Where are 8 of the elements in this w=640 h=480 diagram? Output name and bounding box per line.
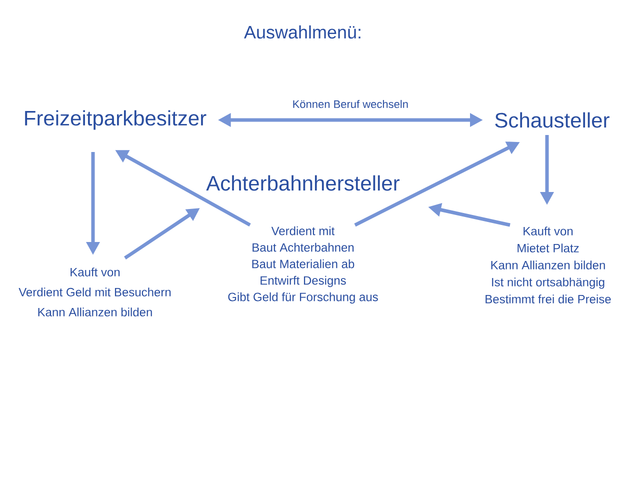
edge-label: Können Beruf wechseln	[291, 98, 410, 110]
title: Auswahlmenü:	[244, 25, 360, 39]
role-label: Achterbahnhersteller	[206, 175, 400, 191]
role-label: Freizeitparkbesitzer	[25, 110, 206, 130]
feature-list: Verdient mit Baut Achterbahnen Baut Materialien ab Entwirft Designs Gibt Geld für Forschung aus	[228, 226, 378, 304]
feature-list: Kauft von Mietet Platz Kann Allianzen bilden Ist nicht ortsabhängig Bestimmt frei die Preise	[486, 226, 611, 304]
role-label: Schausteller	[495, 112, 610, 128]
feature-list: Kauft von Verdient Geld mit Besuchern Kann Allianzen bilden	[18, 268, 171, 316]
